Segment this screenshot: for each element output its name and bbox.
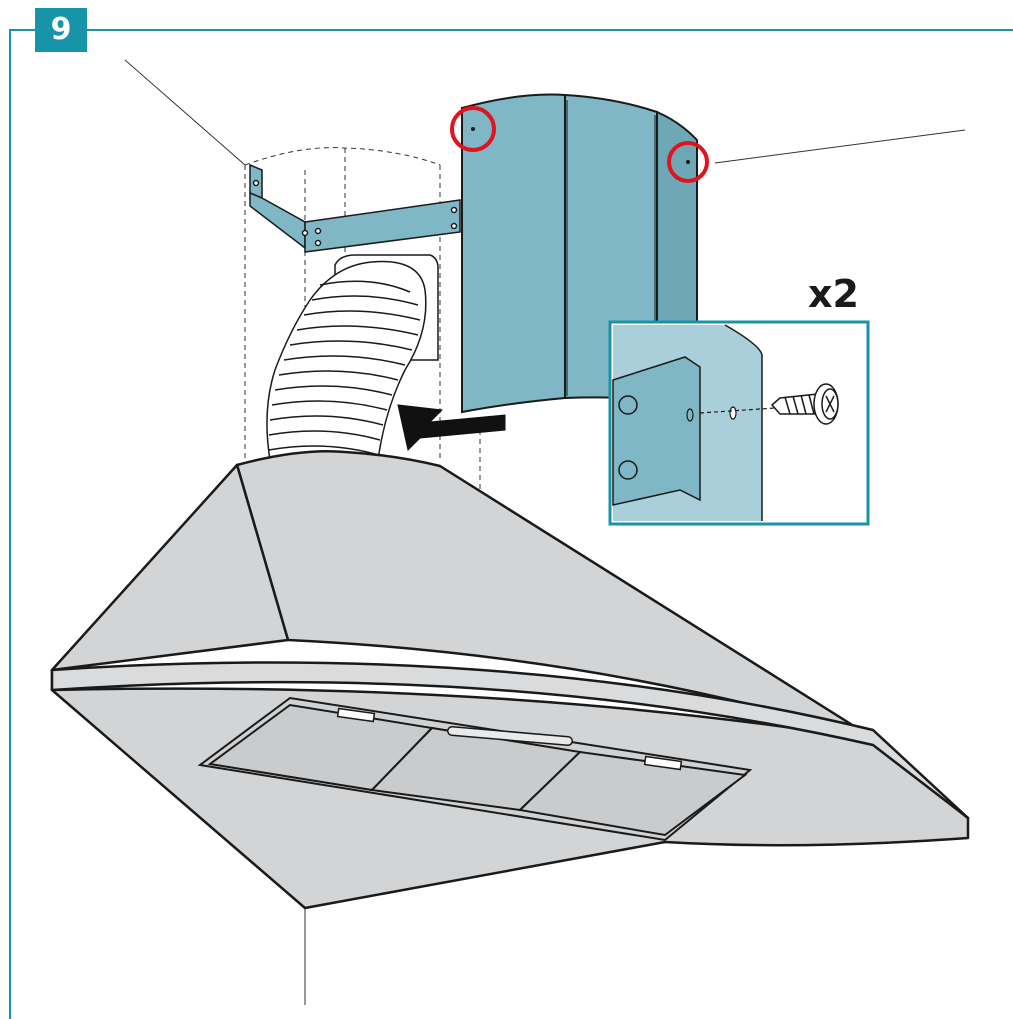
wall-bracket	[249, 163, 461, 253]
flexible-duct	[266, 260, 427, 461]
wall-lines	[124, 59, 966, 1005]
screw-hole-markers	[471, 127, 690, 164]
grease-filters	[197, 696, 753, 842]
frame-border	[9, 29, 1013, 1019]
highlight-circle-icon	[450, 106, 709, 183]
screw-icon	[770, 383, 839, 425]
quantity-label: x2	[808, 272, 859, 316]
step-number-badge: 9	[35, 8, 87, 52]
arrow-icon	[397, 404, 506, 451]
